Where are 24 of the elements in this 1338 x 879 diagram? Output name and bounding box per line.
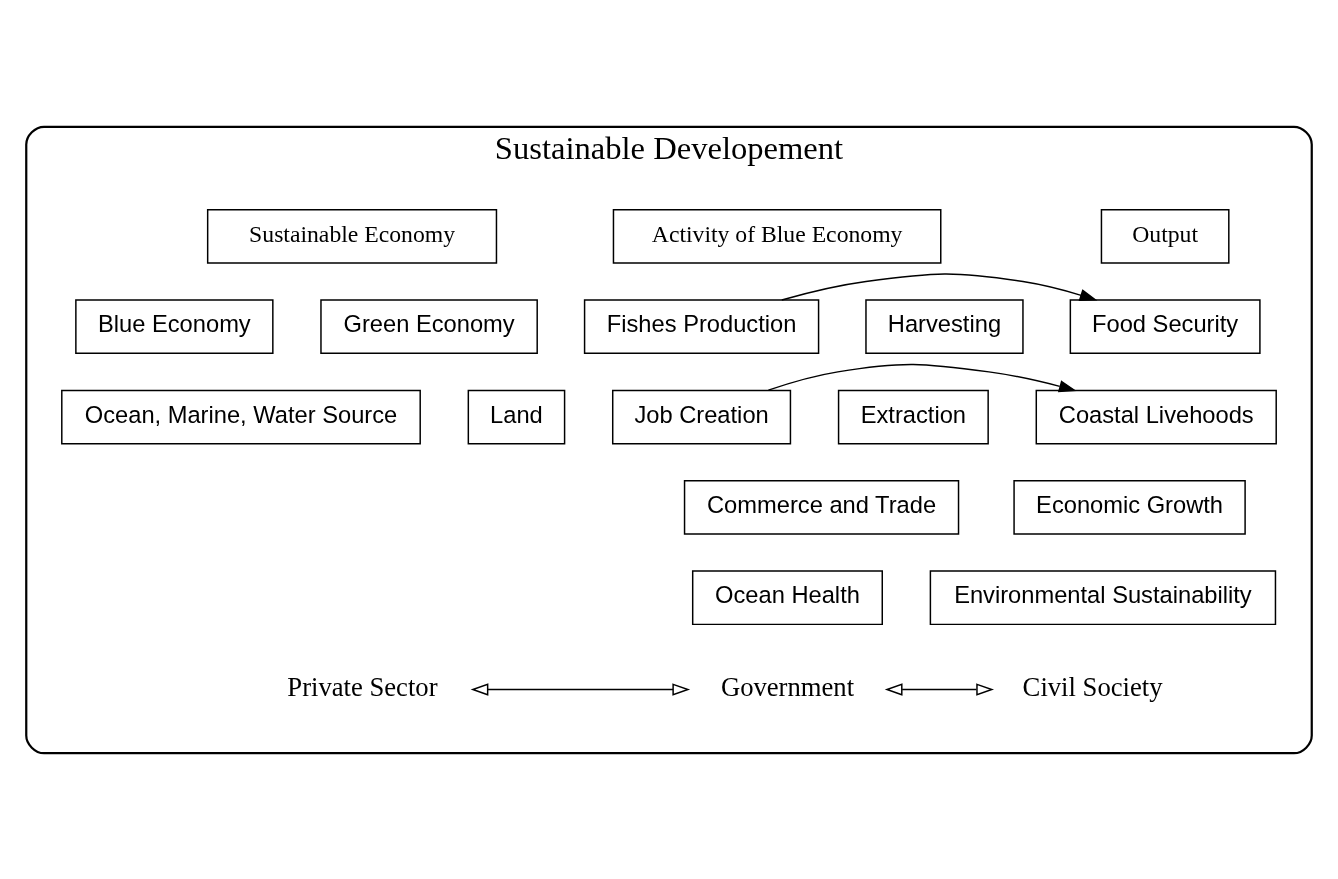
node-box: Ocean Health — [691, 569, 883, 625]
node-box: Environmental Sustainability — [929, 569, 1277, 625]
node-box: Ocean, Marine, Water Source — [61, 389, 421, 444]
node-box: Economic Growth — [1013, 479, 1246, 535]
node-box: Land — [467, 389, 566, 444]
arrow — [781, 272, 1098, 301]
node-box: Job Creation — [612, 389, 792, 444]
node-box: Extraction — [837, 389, 989, 444]
node-box: Blue Economy — [75, 298, 274, 354]
node-text: Private Sector — [287, 671, 438, 702]
node-box: Output — [1100, 208, 1230, 264]
node-text: Government — [720, 671, 855, 702]
node-box: Harvesting — [865, 298, 1024, 354]
node-box: Fishes Production — [583, 298, 820, 354]
arrow — [470, 682, 691, 696]
node-box: Food Security — [1069, 298, 1261, 354]
arrow — [767, 363, 1077, 392]
node-box: Commerce and Trade — [683, 479, 960, 535]
node-box: Activity of Blue Economy — [612, 208, 942, 264]
node-box: Green Economy — [320, 298, 538, 354]
arrow — [884, 682, 994, 696]
node-text: Civil Society — [1022, 671, 1163, 702]
node-box: Sustainable Economy — [206, 208, 498, 264]
node-box: Coastal Livehoods — [1035, 389, 1277, 444]
